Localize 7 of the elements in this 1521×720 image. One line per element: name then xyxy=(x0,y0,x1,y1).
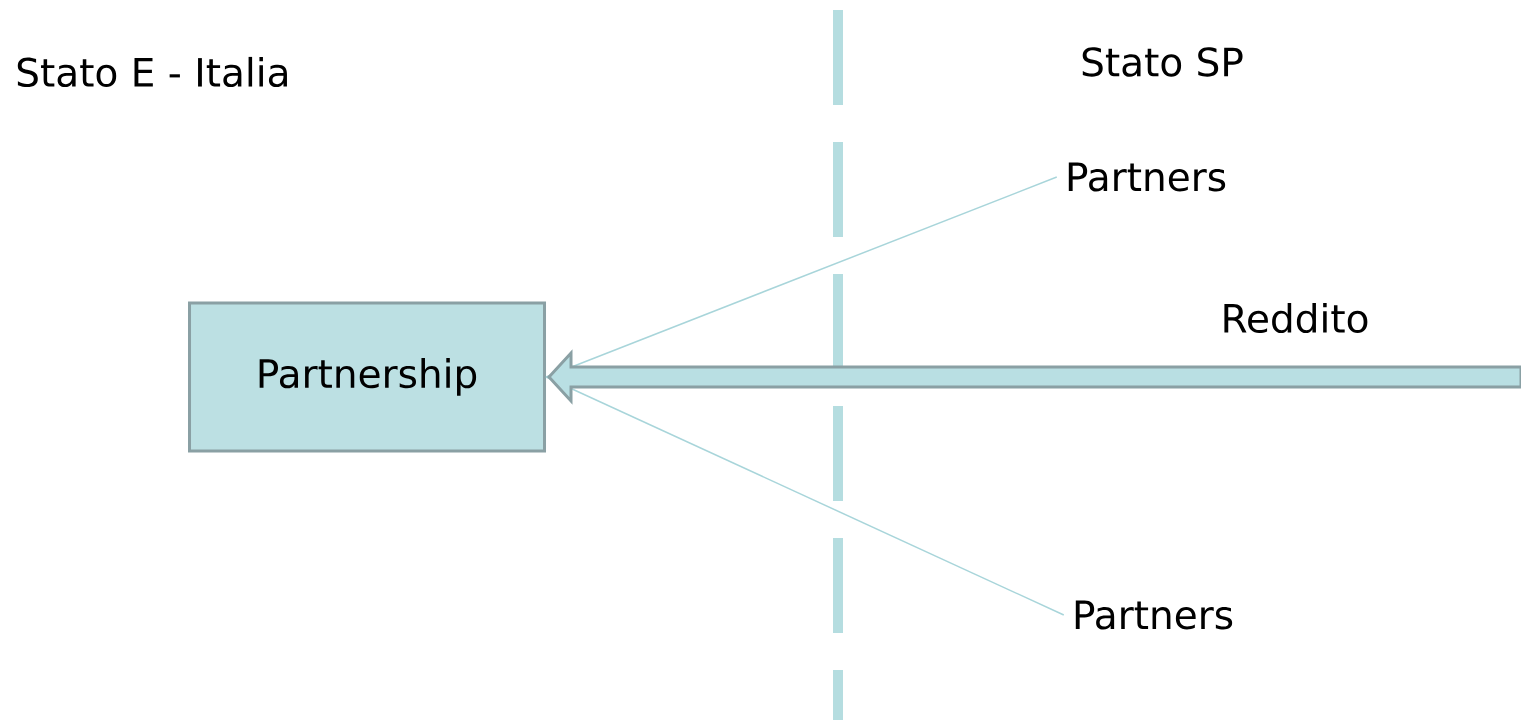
region-label: Stato SP xyxy=(1082,47,1243,77)
node-label: Partners xyxy=(1075,600,1233,630)
process-box: Partnership xyxy=(188,301,546,453)
region-label: Stato E - Italia xyxy=(17,56,287,88)
edge-label: Reddito xyxy=(1224,302,1368,334)
connector-line xyxy=(545,376,1065,616)
node-label: Partners xyxy=(1068,162,1226,192)
